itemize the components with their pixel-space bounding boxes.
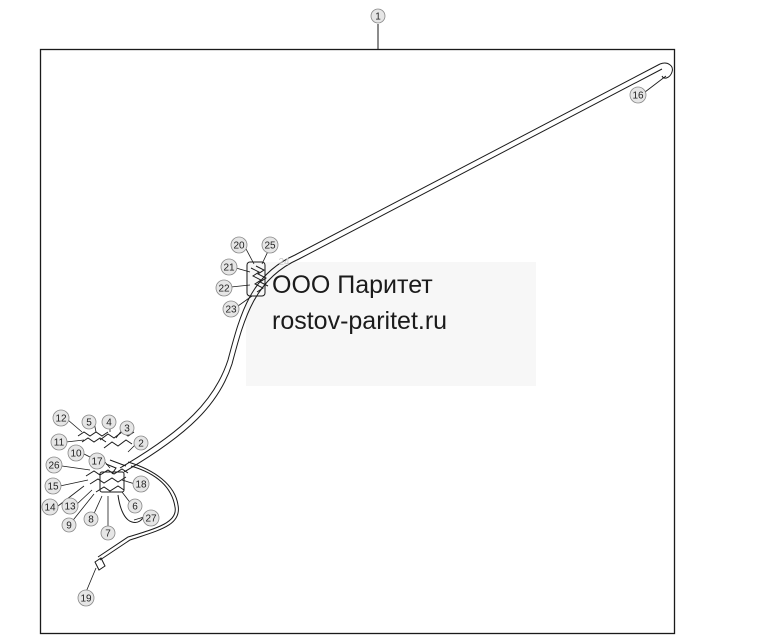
callout-17: 17 <box>88 452 106 470</box>
callout-20: 20 <box>230 236 248 254</box>
svg-text:22: 22 <box>218 284 230 295</box>
callout-18: 18 <box>132 475 150 493</box>
svg-text:15: 15 <box>47 482 59 493</box>
callout-22: 22 <box>215 279 233 297</box>
callout-16: 16 <box>629 86 647 104</box>
callout-21: 21 <box>220 258 238 276</box>
callout-12: 12 <box>52 409 70 427</box>
svg-text:12: 12 <box>55 414 67 425</box>
callout-13: 13 <box>61 497 79 515</box>
clip-cluster-upper <box>246 261 269 297</box>
callout-23: 23 <box>222 300 240 318</box>
callout-27: 27 <box>142 509 160 527</box>
svg-text:18: 18 <box>135 480 147 491</box>
svg-text:27: 27 <box>145 514 157 525</box>
watermark-site: rostov-paritet.ru <box>272 307 448 335</box>
main-cable <box>119 62 673 473</box>
callout-14: 14 <box>41 498 59 516</box>
callout-3: 3 <box>119 420 135 436</box>
callout-1: 1 <box>370 8 386 24</box>
svg-text:7: 7 <box>105 529 111 540</box>
callout-2: 2 <box>133 435 149 451</box>
connector-cluster <box>77 431 135 493</box>
callout-11: 11 <box>50 433 68 451</box>
callout-5: 5 <box>81 414 97 430</box>
svg-text:24: 24 <box>278 257 290 268</box>
callout-10: 10 <box>67 444 85 462</box>
callout-6: 6 <box>127 498 143 514</box>
svg-text:23: 23 <box>225 305 237 316</box>
svg-text:19: 19 <box>80 594 92 605</box>
svg-text:10: 10 <box>70 449 82 460</box>
svg-text:4: 4 <box>106 418 112 429</box>
svg-text:5: 5 <box>86 418 92 429</box>
svg-text:6: 6 <box>132 502 138 513</box>
svg-text:13: 13 <box>64 502 76 513</box>
svg-text:17: 17 <box>91 457 103 468</box>
svg-text:9: 9 <box>66 521 72 532</box>
svg-text:11: 11 <box>54 438 65 449</box>
svg-text:14: 14 <box>44 503 56 514</box>
watermark-panel <box>246 262 536 386</box>
watermark-company: ООО Паритет <box>272 271 433 299</box>
svg-text:21: 21 <box>223 263 235 274</box>
svg-text:2: 2 <box>138 439 144 450</box>
svg-text:16: 16 <box>632 91 644 102</box>
callout-19: 19 <box>77 589 95 607</box>
svg-text:20: 20 <box>233 241 245 252</box>
svg-text:3: 3 <box>124 424 130 435</box>
watermark: ООО Паритет rostov-paritet.ru <box>272 267 532 339</box>
svg-text:25: 25 <box>264 241 276 252</box>
callout-15: 15 <box>44 477 62 495</box>
svg-text:8: 8 <box>88 515 94 526</box>
callout-9: 9 <box>61 517 77 533</box>
callout-4: 4 <box>101 414 117 430</box>
svg-text:1: 1 <box>375 12 381 23</box>
diagram-frame <box>39 48 676 635</box>
callout-24: 24 <box>278 257 290 268</box>
callout-8: 8 <box>83 511 99 527</box>
branch-cable <box>94 461 179 571</box>
callout-7: 7 <box>100 525 116 541</box>
callout-25: 25 <box>261 236 279 254</box>
svg-text:26: 26 <box>48 461 60 472</box>
callout-26: 26 <box>45 456 63 474</box>
